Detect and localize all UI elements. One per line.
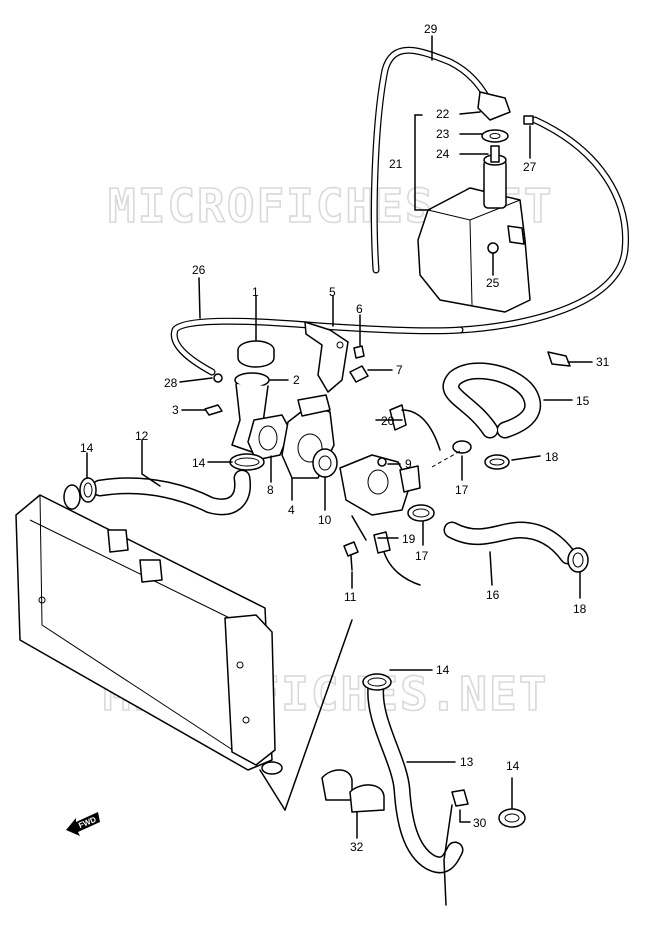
svg-text:FWD: FWD: [77, 815, 97, 830]
callout-7: 7: [396, 363, 403, 377]
clamp-32: [321, 769, 385, 813]
callout-27: 27: [523, 160, 537, 174]
callout-17-upper: 17: [455, 483, 469, 497]
radiator-hose-12: [91, 469, 251, 516]
callout-4: 4: [288, 503, 295, 517]
callout-6: 6: [356, 302, 363, 316]
callout-22: 22: [436, 107, 450, 121]
callout-18-upper: 18: [545, 450, 559, 464]
hose-15: [442, 362, 541, 439]
callout-13: 13: [460, 755, 474, 769]
callout-23: 23: [436, 127, 450, 141]
clamp-17-lower: [407, 504, 435, 522]
clamp-18-lower: [567, 547, 589, 573]
reservoir-tank: [417, 91, 534, 313]
callout-14-upper: 14: [192, 456, 206, 470]
overflow-tube-29: [370, 46, 630, 334]
callout-14-lower: 14: [436, 663, 450, 677]
bracket-5: [304, 321, 349, 393]
callouts: 29 22 23 24 21 27 25 26 1 5 6 7 2 28 3 1…: [80, 22, 610, 854]
callout-12: 12: [135, 429, 149, 443]
bolt-3: [204, 404, 223, 416]
callout-19: 19: [402, 532, 416, 546]
callout-2: 2: [293, 373, 300, 387]
callout-15: 15: [576, 394, 590, 408]
callout-10: 10: [318, 513, 332, 527]
clamp-14-lower: [362, 673, 392, 691]
fwd-arrow-icon: FWD: [66, 812, 100, 836]
callout-16: 16: [486, 588, 500, 602]
bolt-7: [349, 365, 369, 383]
hose-16: [443, 521, 577, 565]
callout-20: 20: [381, 414, 395, 428]
callout-3: 3: [172, 403, 179, 417]
clamp-18-upper: [484, 454, 510, 470]
callout-24: 24: [436, 147, 450, 161]
callout-21: 21: [389, 157, 403, 171]
callout-14-left: 14: [80, 441, 94, 455]
callout-5: 5: [329, 285, 336, 299]
callout-18-lower: 18: [573, 602, 587, 616]
callout-26: 26: [192, 263, 206, 277]
callout-9: 9: [405, 457, 412, 471]
clamp-17-upper: [452, 440, 472, 454]
breather-tube-26: [170, 317, 464, 376]
hose-clamp-14-upper: [229, 453, 265, 471]
callout-17-lower: 17: [415, 549, 429, 563]
callout-1: 1: [252, 285, 259, 299]
bolt-6: [353, 345, 365, 359]
temp-sensor-20: [389, 404, 441, 451]
gasket-8: [247, 414, 291, 461]
thermostat-10: [312, 448, 338, 478]
callout-29: 29: [424, 22, 438, 36]
callout-32: 32: [350, 840, 364, 854]
water-outlet-9: [339, 454, 421, 516]
radiator: [15, 484, 283, 775]
leader-lines: [86, 35, 593, 839]
hose-clamp-14-left: [79, 477, 97, 503]
callout-11: 11: [344, 590, 357, 604]
callout-25: 25: [486, 276, 500, 290]
callout-28: 28: [164, 376, 178, 390]
callout-14-bottom-right: 14: [506, 759, 520, 773]
clamp-14-bottom-right: [498, 808, 526, 828]
callout-8: 8: [267, 483, 274, 497]
callout-31: 31: [596, 355, 610, 369]
clamp-30: [443, 789, 469, 906]
radiator-cap-1: [237, 340, 275, 368]
bolt-11: [343, 541, 359, 571]
callout-30: 30: [473, 816, 487, 830]
clip-31: [547, 351, 571, 367]
